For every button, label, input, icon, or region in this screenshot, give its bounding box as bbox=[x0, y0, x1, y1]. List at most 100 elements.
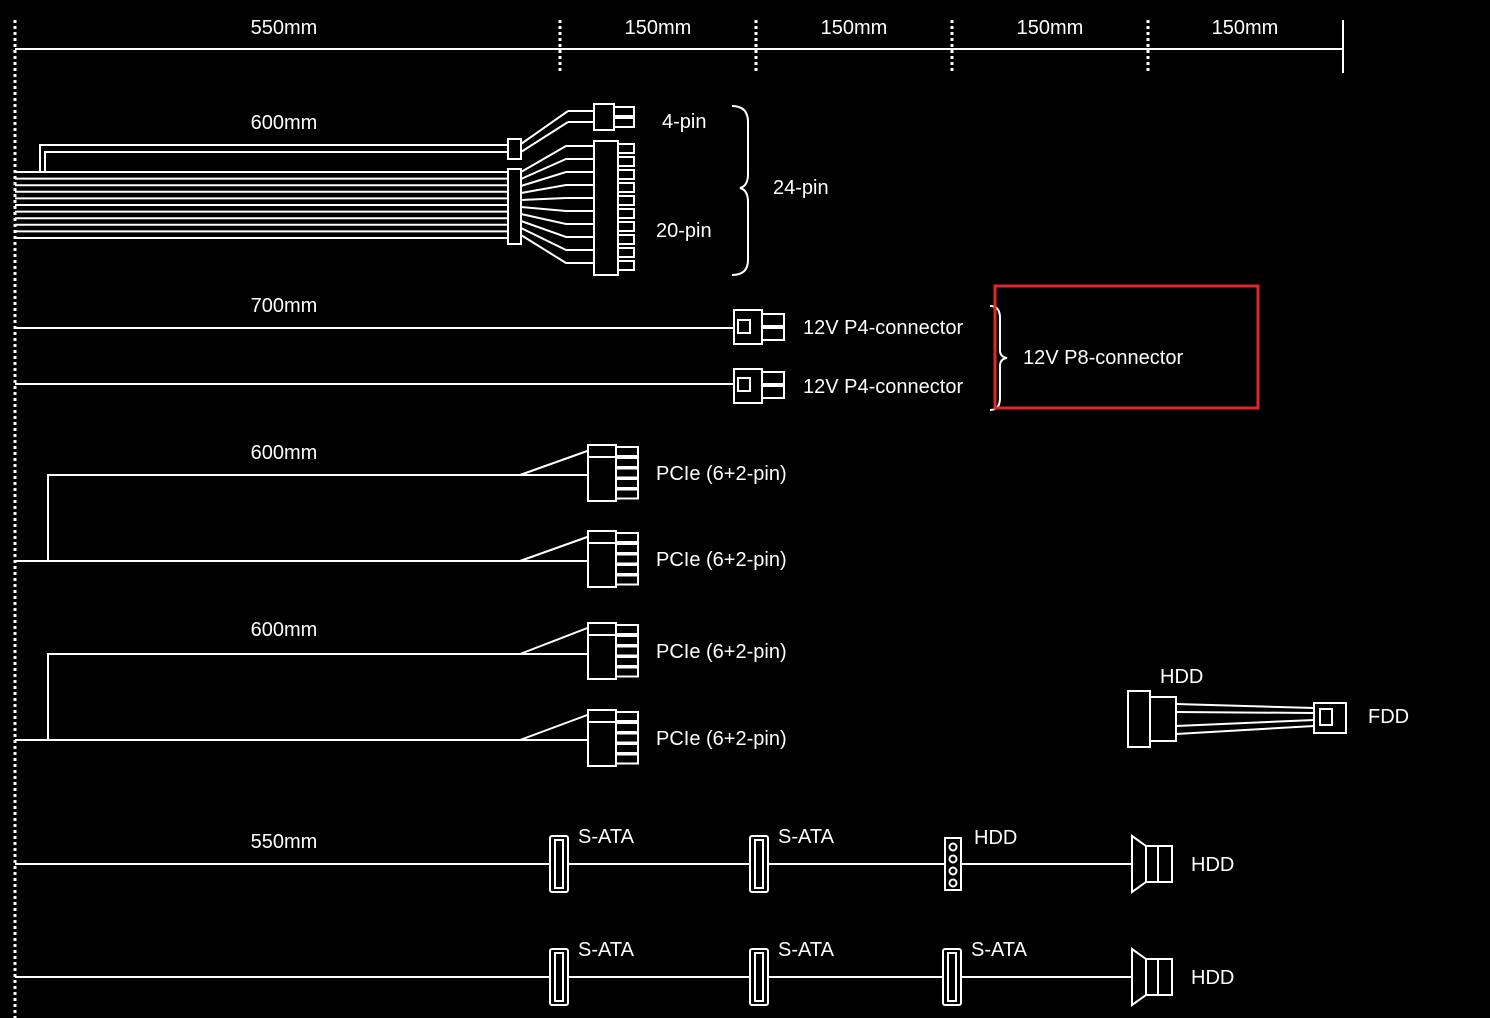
atx-fanout bbox=[520, 110, 594, 264]
pcie-pin bbox=[615, 467, 639, 479]
atx-fan-wire bbox=[520, 227, 594, 251]
pcie-pin bbox=[615, 656, 639, 667]
atx-fan-wire bbox=[520, 145, 594, 173]
hdd-end-label: HDD bbox=[1191, 854, 1234, 876]
adapter-wire bbox=[1175, 719, 1315, 727]
scale-label: 150mm bbox=[821, 17, 888, 39]
atx-fan-wire bbox=[520, 234, 594, 264]
atx-fan-wire bbox=[520, 171, 594, 187]
sata-a-length-label: 550mm bbox=[251, 831, 318, 853]
adapter-hdd-label: HDD bbox=[1160, 666, 1203, 688]
pcie-pin bbox=[615, 645, 639, 657]
pcie-pin bbox=[615, 488, 639, 500]
pcie-pin bbox=[615, 732, 639, 744]
pcie-pin bbox=[615, 753, 639, 765]
pcie-pin bbox=[615, 553, 639, 565]
sata-label: S-ATA bbox=[971, 939, 1028, 961]
adapter-wire bbox=[1175, 725, 1315, 735]
pcie-a-wire bbox=[47, 474, 520, 561]
pcie-2pin-body bbox=[587, 622, 617, 636]
hdd-molex-body bbox=[1131, 947, 1173, 1007]
atx-pin bbox=[617, 182, 635, 193]
scale-label: 150mm bbox=[1212, 17, 1279, 39]
p4-latch bbox=[737, 319, 751, 334]
atx-pin bbox=[617, 234, 635, 245]
pcie-b-length-label: 600mm bbox=[251, 619, 318, 641]
molex-pin bbox=[948, 866, 958, 876]
cpu-cable: 700mm 12V P4-connector 12V P4-connector … bbox=[15, 284, 1260, 411]
atx-length-label: 600mm bbox=[251, 112, 318, 134]
pcie-2pin-body bbox=[587, 709, 617, 723]
pcie-label: PCIe (6+2-pin) bbox=[656, 728, 787, 750]
adapter-molex bbox=[1127, 690, 1151, 748]
adapter-fdd-label: FDD bbox=[1368, 706, 1409, 728]
hdd-end-connector bbox=[1131, 947, 1173, 1007]
atx-brace bbox=[731, 105, 749, 276]
pcie-cable-b: 600mm PCIe (6+2-pin) PCIe (6+2-pin) bbox=[15, 619, 787, 767]
atx-fan-wire bbox=[520, 184, 594, 194]
pcie-connector bbox=[587, 530, 639, 588]
pcie-pin bbox=[615, 446, 639, 457]
atx-4pin-pin bbox=[613, 117, 635, 128]
sata-label: S-ATA bbox=[778, 939, 835, 961]
sata-slot bbox=[754, 839, 764, 889]
atx-fan-wire bbox=[520, 158, 594, 180]
sata-label: S-ATA bbox=[578, 939, 635, 961]
sata-slot bbox=[947, 952, 957, 1002]
pcie-pin bbox=[615, 564, 639, 575]
sata-cable-a: 550mm S-ATA S-ATA HDD HDD bbox=[15, 826, 1234, 894]
sata-slot bbox=[554, 952, 564, 1002]
atx-4pin-label: 4-pin bbox=[662, 111, 706, 133]
sata-slot bbox=[554, 839, 564, 889]
sata-slot bbox=[754, 952, 764, 1002]
scale-label: 550mm bbox=[251, 17, 318, 39]
atx-pin bbox=[617, 195, 635, 206]
p4-pin bbox=[761, 313, 785, 327]
p4-latch bbox=[737, 377, 751, 392]
hdd-molex-body bbox=[1131, 834, 1173, 894]
pcie-cable-a: 600mm PCIe (6+2-pin) PCIe (6+2-pin) bbox=[15, 442, 787, 588]
scale-label: 150mm bbox=[1017, 17, 1084, 39]
pcie-label: PCIe (6+2-pin) bbox=[656, 641, 787, 663]
molex-inline-connector bbox=[944, 837, 962, 891]
pcie-pin bbox=[615, 722, 639, 733]
pcie-label: PCIe (6+2-pin) bbox=[656, 463, 787, 485]
atx-fan-wire bbox=[520, 213, 594, 225]
pcie-pin bbox=[615, 635, 639, 646]
fdd-adapter: HDD FDD bbox=[1127, 666, 1409, 748]
atx-fan-wire bbox=[520, 206, 594, 212]
atx-20pin-label: 20-pin bbox=[656, 220, 712, 242]
pcie-pin bbox=[615, 457, 639, 468]
pcie-pin bbox=[615, 532, 639, 543]
atx-20pin-pins bbox=[617, 143, 635, 271]
p4-pin bbox=[761, 385, 785, 399]
pcie-connector bbox=[587, 709, 639, 767]
atx-20pin-splice bbox=[507, 168, 522, 245]
atx-pin bbox=[617, 208, 635, 219]
p4-label-1: 12V P4-connector bbox=[803, 317, 963, 339]
p4-label-2: 12V P4-connector bbox=[803, 376, 963, 398]
atx-pin bbox=[617, 143, 635, 154]
adapter-wire bbox=[1175, 711, 1315, 714]
atx-fan-wire bbox=[520, 110, 569, 145]
scale-label: 150mm bbox=[625, 17, 692, 39]
sata-label: S-ATA bbox=[778, 826, 835, 848]
adapter-molex-body bbox=[1149, 696, 1177, 742]
atx-pin bbox=[617, 156, 635, 167]
pcie-pin bbox=[615, 711, 639, 722]
atx-20pin-connector bbox=[593, 140, 619, 276]
atx-4pin-wire bbox=[39, 144, 508, 172]
atx-pin bbox=[617, 247, 635, 258]
p4-pin bbox=[761, 327, 785, 341]
atx-4pin-pin bbox=[613, 106, 635, 117]
molex-pin bbox=[948, 878, 958, 888]
atx-wire-bundle bbox=[15, 171, 508, 239]
pcie-connector bbox=[587, 444, 639, 502]
atx-pin bbox=[617, 260, 635, 271]
atx-24pin-label: 24-pin bbox=[773, 177, 829, 199]
atx-fan-wire bbox=[520, 121, 569, 153]
pcie-pin bbox=[615, 666, 639, 678]
molex-body bbox=[944, 837, 962, 891]
p8-highlight-box bbox=[993, 284, 1260, 410]
